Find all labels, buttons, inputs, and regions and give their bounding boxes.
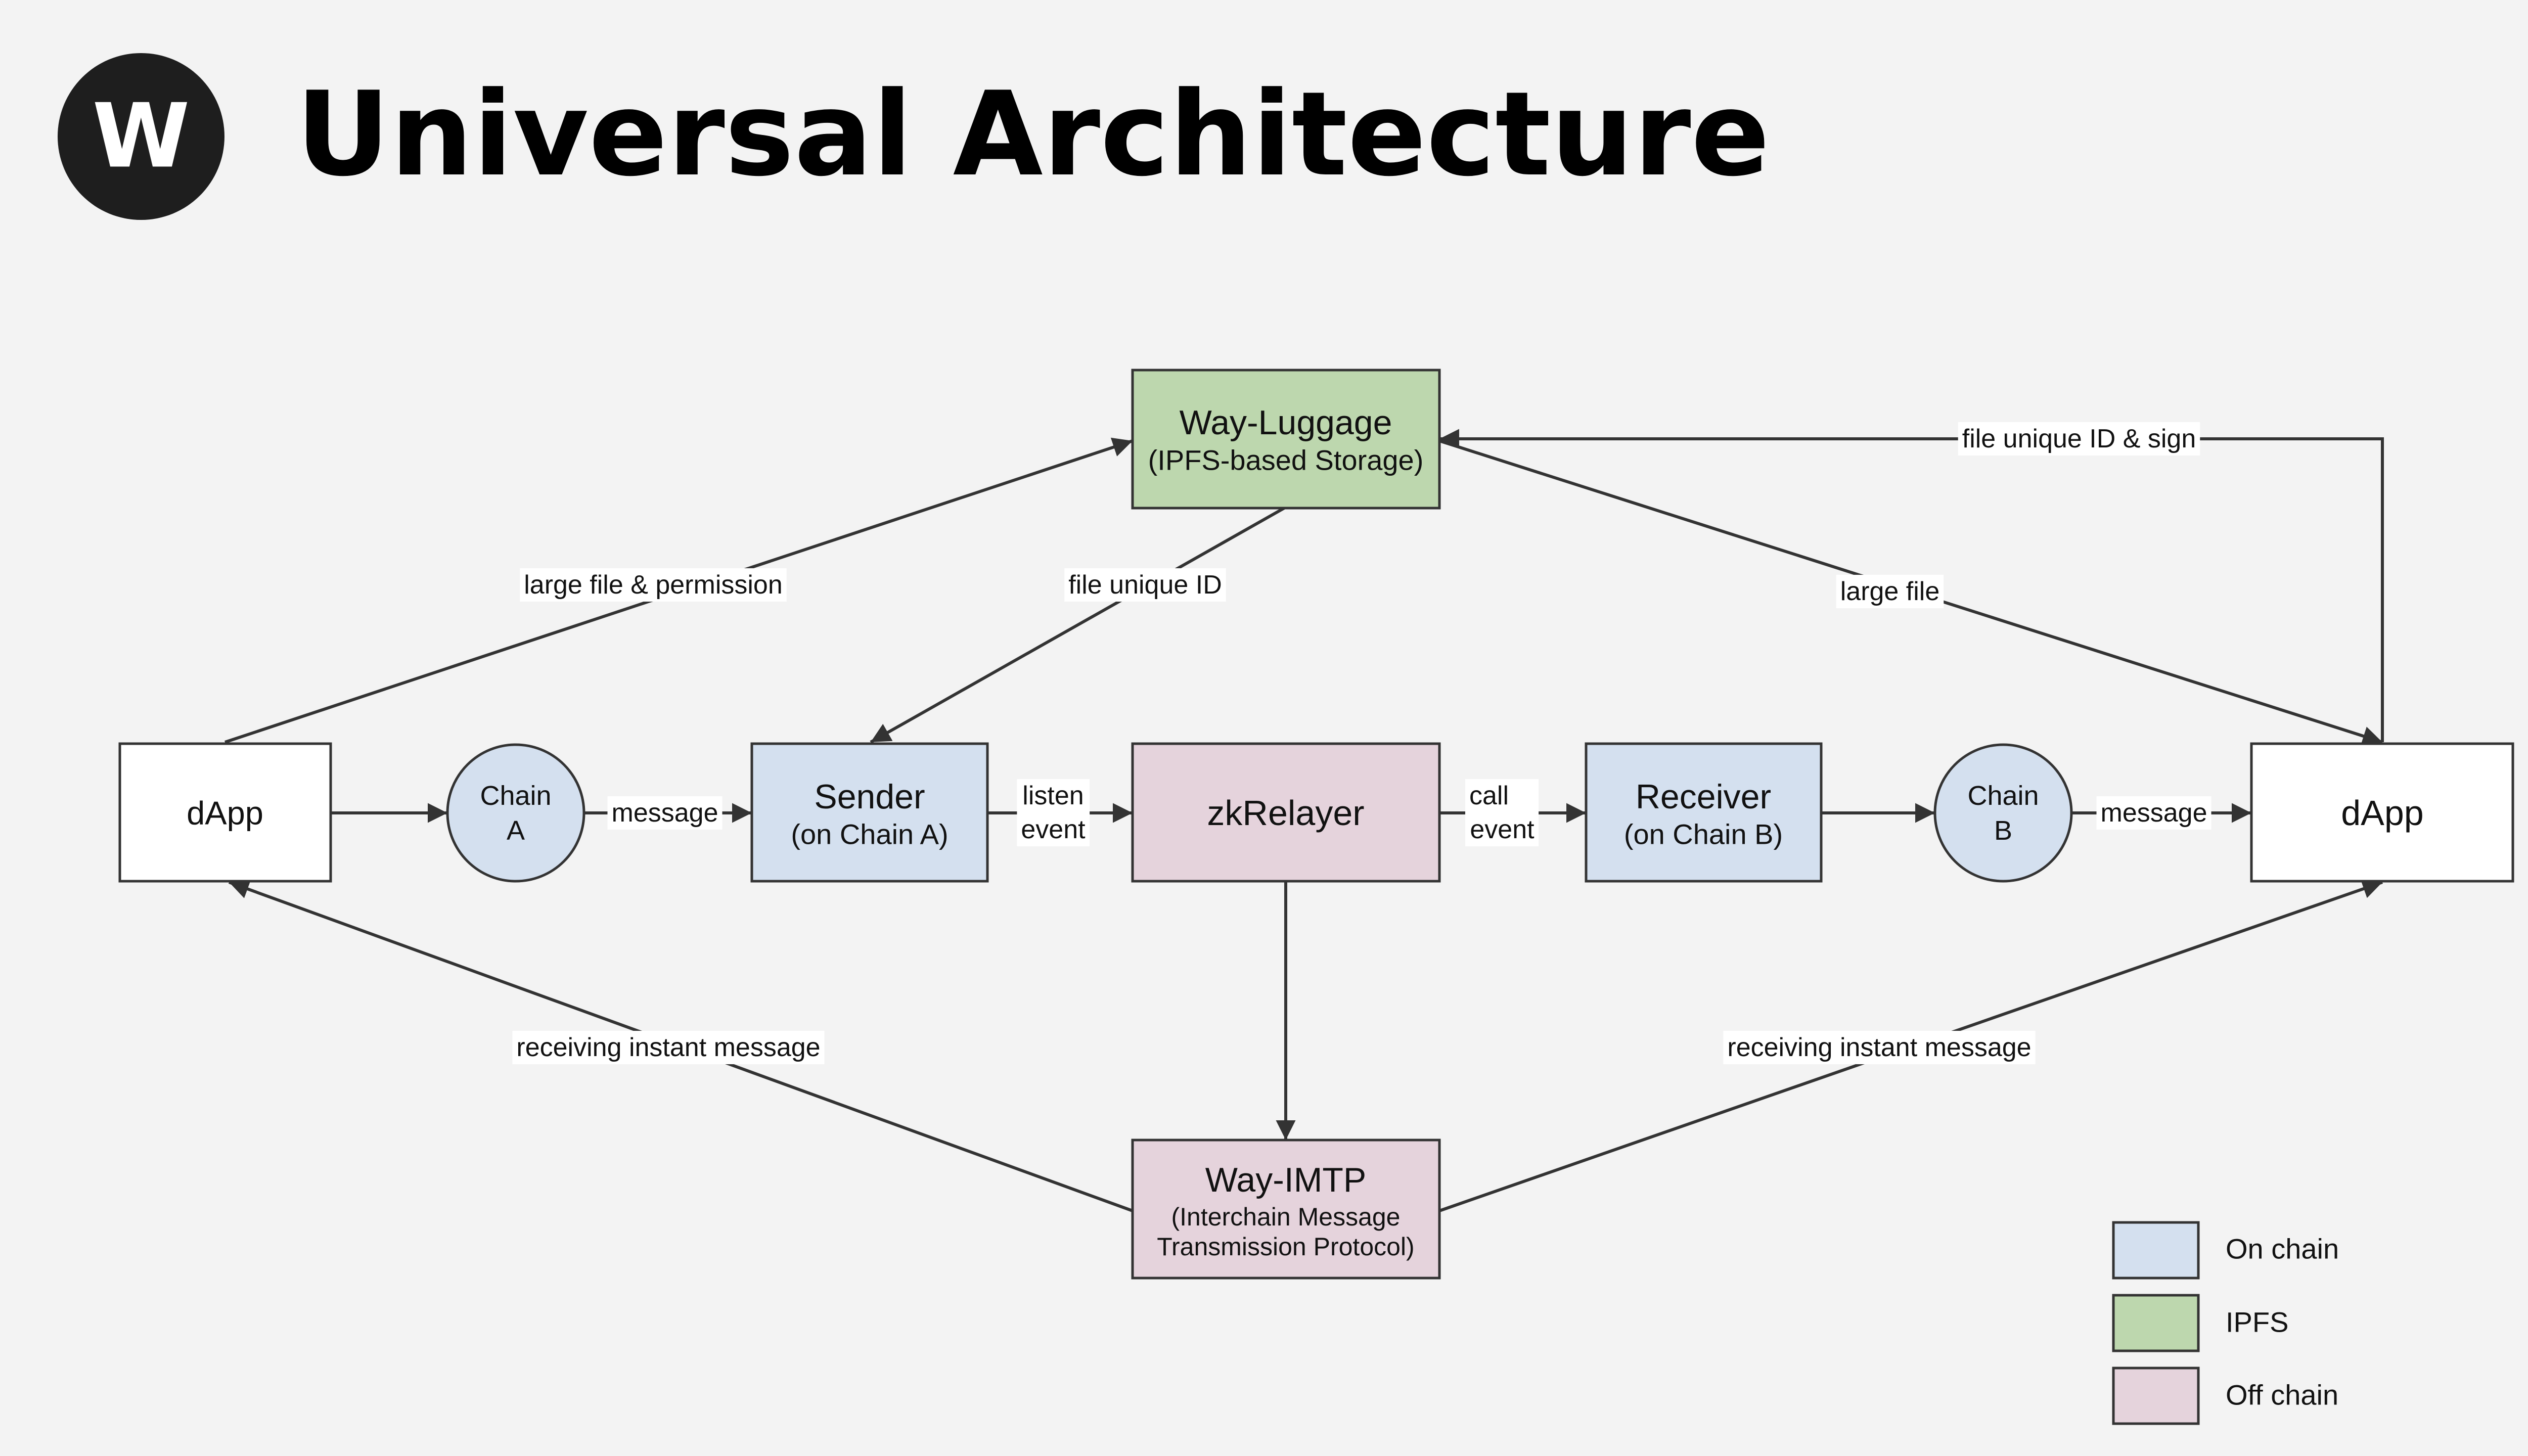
- svg-text:large file: large file: [1840, 577, 1940, 606]
- edge-label-background: [520, 568, 787, 602]
- edge-label-background: [512, 1031, 825, 1064]
- legend-item-ipfs: IPFS: [2112, 1294, 2288, 1352]
- svg-text:A: A: [507, 815, 525, 846]
- node-chain-b-circle: [1933, 743, 2073, 883]
- node-chain-a-circle: [446, 743, 585, 883]
- svg-text:event: event: [1021, 815, 1086, 844]
- label-large-file-permission: large file & permission: [520, 568, 787, 602]
- svg-text:receiving instant message: receiving instant message: [516, 1033, 820, 1062]
- legend: On chain IPFS Off chain: [2112, 1221, 2339, 1425]
- legend-swatch-off-chain: [2112, 1367, 2200, 1425]
- svg-text:Sender: Sender: [814, 778, 925, 816]
- svg-text:B: B: [1994, 815, 2012, 846]
- legend-item-on-chain: On chain: [2112, 1221, 2339, 1280]
- logo-letter: W: [92, 85, 190, 188]
- node-way-imtp: Way-IMTP (Interchain Message Transmissio…: [1131, 1139, 1441, 1280]
- edge-label-background: [1836, 575, 1944, 608]
- logo: W: [58, 53, 224, 220]
- label-receiving-right: receiving instant message: [1723, 1031, 2036, 1064]
- edge-label-background: [2096, 796, 2211, 830]
- svg-text:message: message: [2101, 798, 2207, 828]
- svg-text:receiving instant message: receiving instant message: [1727, 1033, 2031, 1062]
- node-receiver-box: [1585, 742, 1823, 883]
- edge-file-unique-id: [870, 507, 1285, 744]
- edge-labels: large file & permission file unique ID l…: [512, 422, 2211, 1064]
- svg-text:Chain: Chain: [1967, 781, 2039, 811]
- svg-text:IPFS: IPFS: [2226, 1306, 2288, 1338]
- svg-text:(on Chain B): (on Chain B): [1624, 818, 1783, 850]
- node-way-luggage-box: [1131, 369, 1441, 510]
- svg-text:dApp: dApp: [2341, 793, 2423, 833]
- node-dapp-left: dApp: [118, 742, 332, 883]
- node-zkrelayer: zkRelayer: [1131, 742, 1441, 883]
- edge-label-background: [1723, 1031, 2036, 1064]
- edge-label-background: [607, 796, 723, 830]
- edge-label-background: [1958, 422, 2200, 456]
- svg-text:(IPFS-based Storage): (IPFS-based Storage): [1148, 444, 1424, 476]
- node-way-luggage: Way-Luggage (IPFS-based Storage): [1131, 369, 1441, 510]
- node-receiver: Receiver (on Chain B): [1585, 742, 1823, 883]
- edge-file-unique-id-sign: [1439, 429, 2384, 742]
- label-file-unique-id-sign: file unique ID & sign: [1958, 422, 2200, 456]
- edge-label-background: [1465, 779, 1539, 846]
- svg-text:(on Chain A): (on Chain A): [791, 818, 948, 850]
- svg-text:(Interchain Message: (Interchain Message: [1171, 1203, 1400, 1231]
- node-way-imtp-box: [1131, 1139, 1441, 1280]
- logo-circle: [58, 53, 224, 220]
- svg-text:file unique ID: file unique ID: [1068, 570, 1222, 600]
- svg-text:large file & permission: large file & permission: [524, 570, 783, 600]
- svg-text:dApp: dApp: [187, 795, 263, 832]
- edge-label-background: [1064, 568, 1226, 602]
- svg-text:Receiver: Receiver: [1636, 778, 1771, 816]
- svg-text:Transmission Protocol): Transmission Protocol): [1157, 1233, 1414, 1261]
- edge-label-background: [1017, 779, 1090, 846]
- label-call-event: call event: [1465, 779, 1539, 846]
- node-zkrelayer-box: [1131, 742, 1441, 883]
- label-message-a: message: [607, 796, 723, 830]
- node-sender-box: [750, 742, 989, 883]
- node-chain-b: Chain B: [1933, 743, 2073, 883]
- nodes: dApp Chain A Sender (on Chain A) zkRelay…: [118, 369, 2514, 1280]
- label-receiving-left: receiving instant message: [512, 1031, 825, 1064]
- svg-text:file unique ID & sign: file unique ID & sign: [1962, 424, 2196, 453]
- svg-text:call: call: [1469, 781, 1509, 810]
- legend-item-off-chain: Off chain: [2112, 1367, 2338, 1425]
- label-message-b: message: [2096, 796, 2211, 830]
- svg-text:On chain: On chain: [2226, 1233, 2339, 1265]
- label-listen-event: listen event: [1017, 779, 1090, 846]
- label-large-file: large file: [1836, 575, 1944, 608]
- node-dapp-right-box: [2250, 742, 2514, 883]
- node-chain-a: Chain A: [446, 743, 585, 883]
- svg-text:zkRelayer: zkRelayer: [1207, 793, 1364, 833]
- svg-text:Way-IMTP: Way-IMTP: [1205, 1161, 1367, 1199]
- svg-text:event: event: [1470, 815, 1534, 844]
- svg-text:Chain: Chain: [480, 781, 551, 811]
- svg-text:listen: listen: [1022, 781, 1084, 810]
- node-sender: Sender (on Chain A): [750, 742, 989, 883]
- page-title: Universal Architecture: [296, 67, 1770, 202]
- node-dapp-left-box: [118, 742, 332, 883]
- svg-text:Way-Luggage: Way-Luggage: [1180, 403, 1392, 442]
- svg-text:Off chain: Off chain: [2226, 1379, 2338, 1411]
- legend-swatch-on-chain: [2112, 1221, 2200, 1280]
- legend-swatch-ipfs: [2112, 1294, 2200, 1352]
- label-file-unique-id: file unique ID: [1064, 568, 1226, 602]
- node-dapp-right: dApp: [2250, 742, 2514, 883]
- svg-text:message: message: [612, 798, 718, 828]
